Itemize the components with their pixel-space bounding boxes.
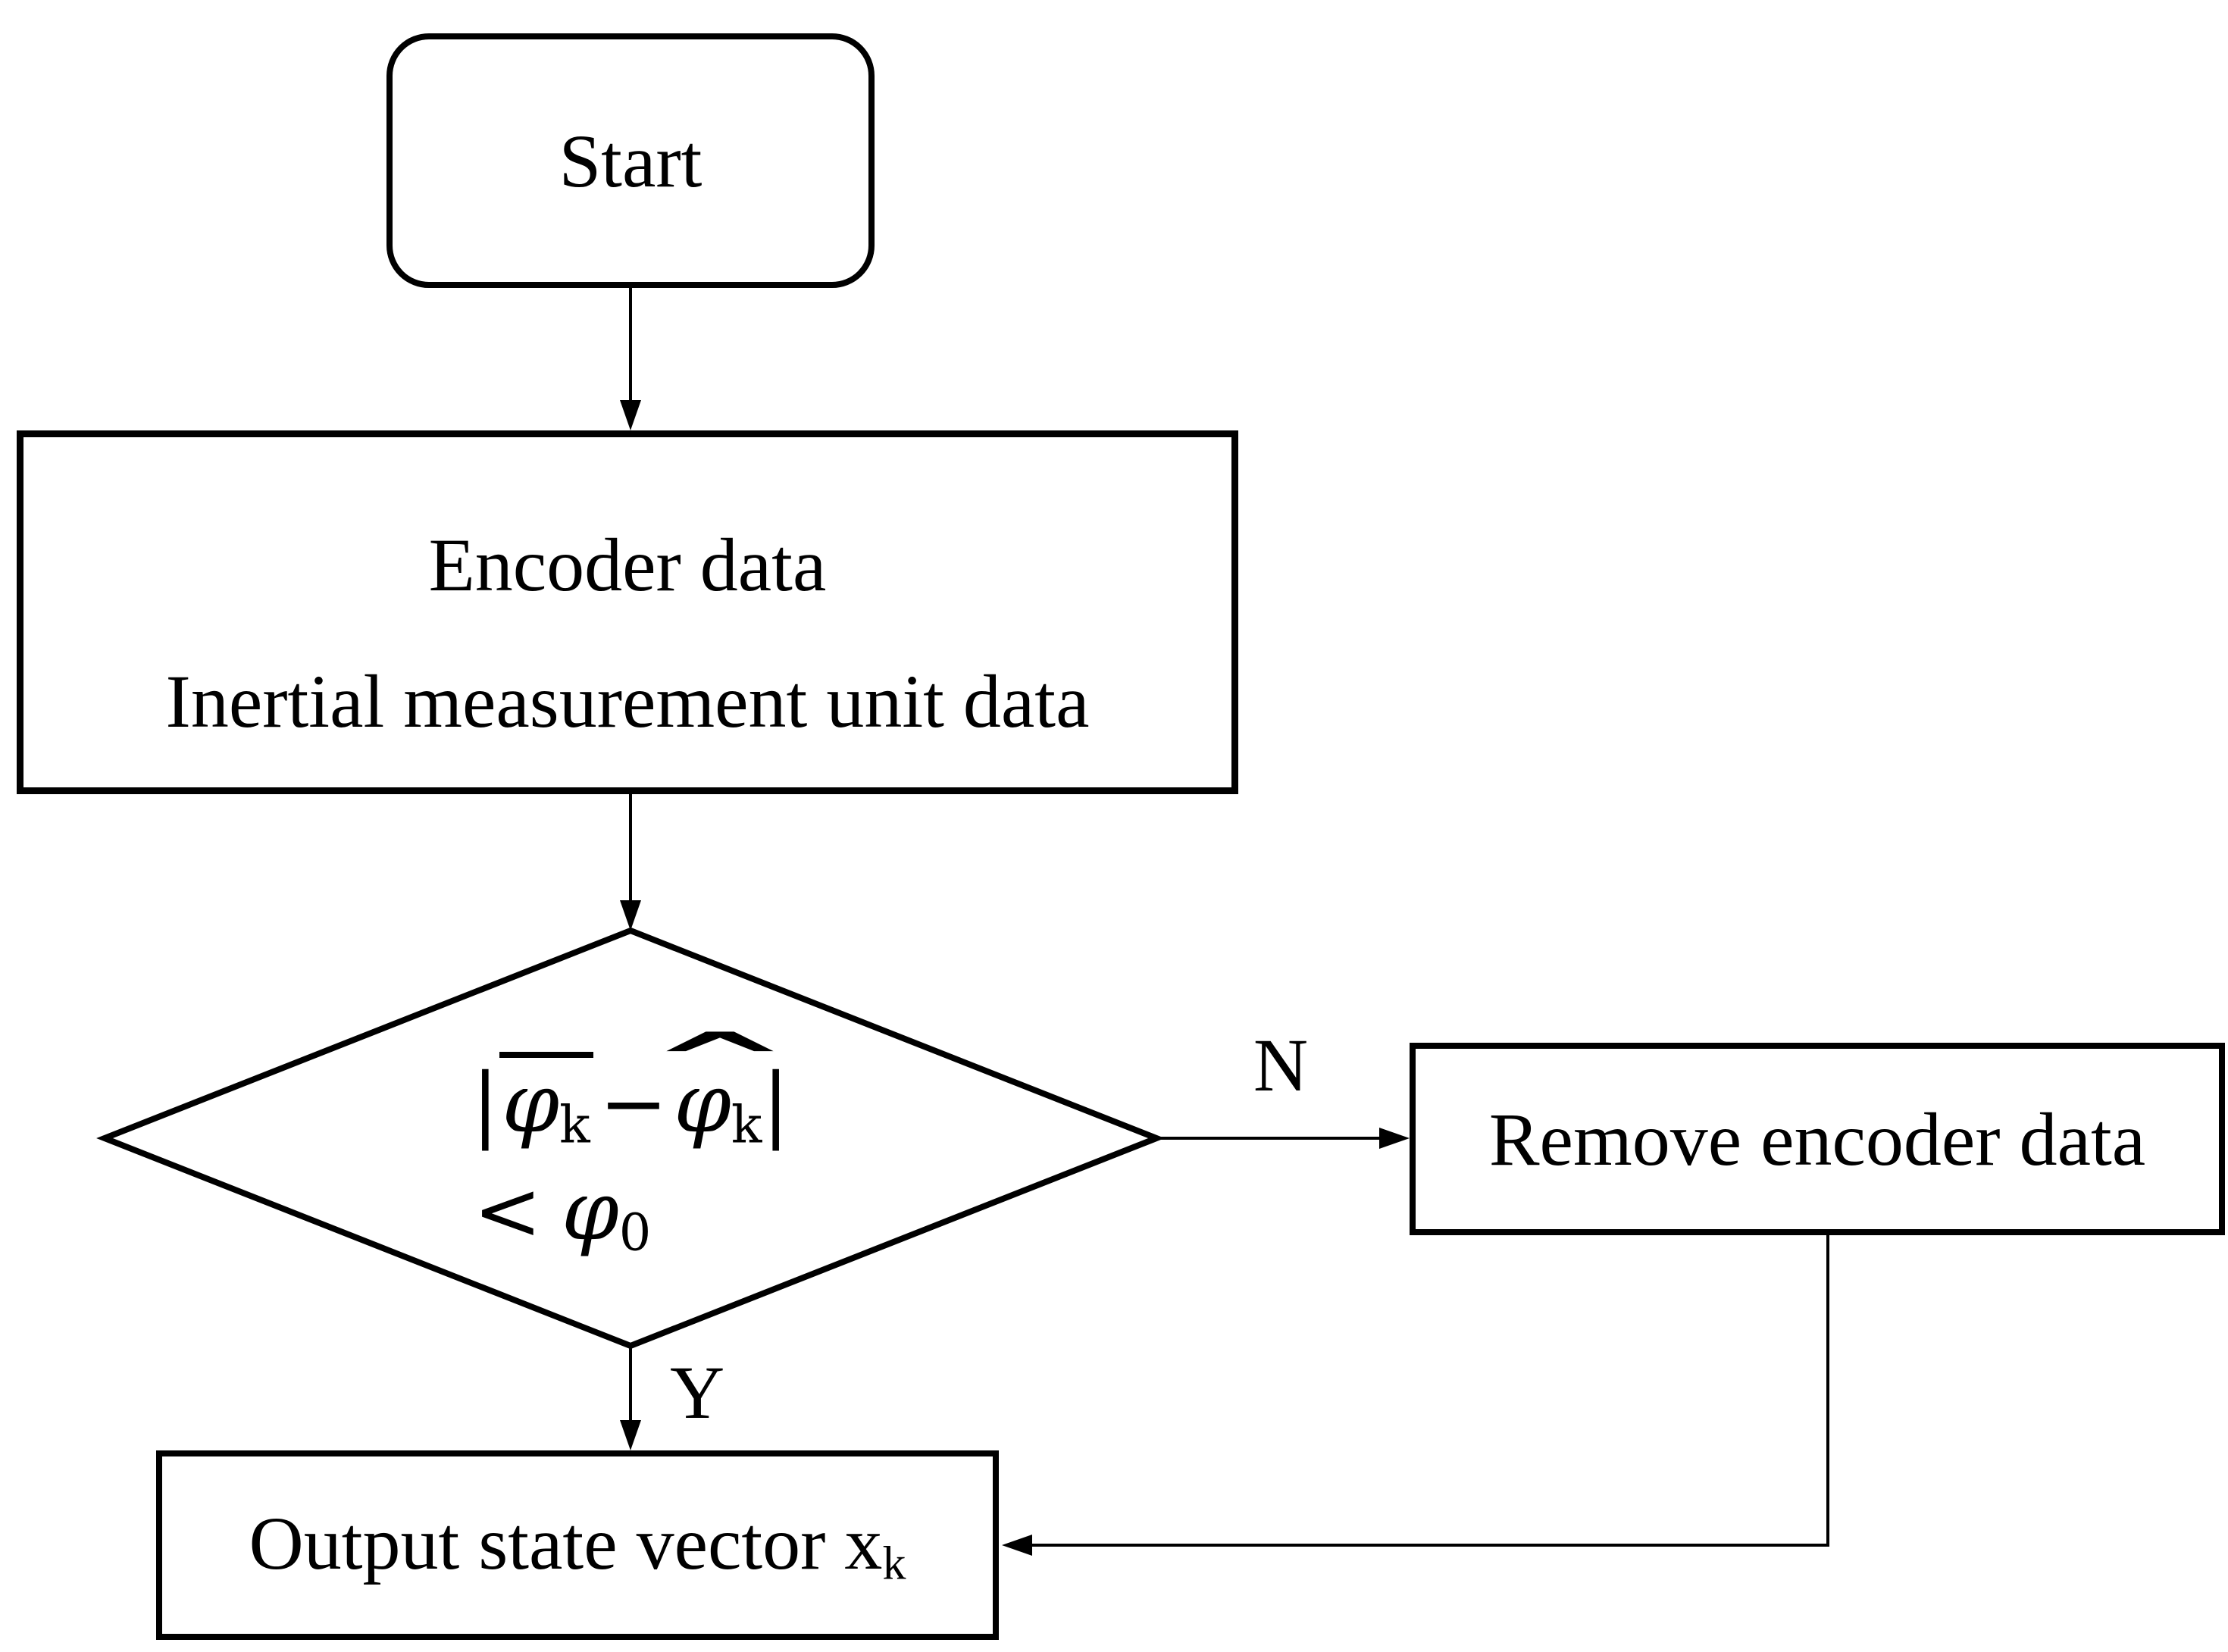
less-than-sign: < (473, 1164, 543, 1259)
abs-close: | (762, 1056, 790, 1151)
edge-label-no: N (1253, 1023, 1309, 1107)
arrowhead-into-input (620, 400, 641, 430)
phi-estimate-subscript: k (731, 1095, 762, 1155)
start-label: Start (559, 118, 703, 203)
minus-sign: − (599, 1056, 668, 1151)
output-label: Output state vector x (249, 1501, 883, 1586)
arrowhead-into-output-top (620, 1420, 641, 1450)
edge-remove-to-output (1031, 1235, 1829, 1547)
arrowhead-into-output-right (1002, 1535, 1032, 1556)
abs-open: | (471, 1056, 499, 1151)
input-label-line2: Inertial measurement unit data (165, 659, 1090, 743)
remove-encoder-node: Remove encoder data (1410, 1043, 2225, 1235)
output-label-subscript: k (882, 1538, 906, 1591)
output-node: Output state vector xk (156, 1450, 999, 1640)
start-node: Start (386, 33, 875, 288)
phi-threshold: φ (562, 1164, 619, 1259)
remove-label: Remove encoder data (1488, 1097, 2146, 1181)
input-label-line1: Encoder data (428, 522, 827, 607)
output-label-wrap: Output state vector xk (249, 1496, 906, 1594)
hat-accent: ˆ (634, 1018, 806, 1143)
phi-threshold-subscript: 0 (618, 1203, 652, 1262)
decision-formula-line2: <φ0 (259, 1164, 865, 1262)
phi-mean-subscript: k (559, 1095, 590, 1155)
phi-mean-group: φk (499, 1052, 593, 1153)
arrowhead-into-remove (1379, 1128, 1410, 1149)
phi-mean: φ (502, 1056, 560, 1151)
input-data-node: Encoder data Inertial measurement unit d… (17, 430, 1238, 794)
arrowhead-into-decision (620, 900, 641, 931)
edge-label-yes: Y (670, 1350, 725, 1435)
phi-estimate: φ (674, 1056, 731, 1151)
